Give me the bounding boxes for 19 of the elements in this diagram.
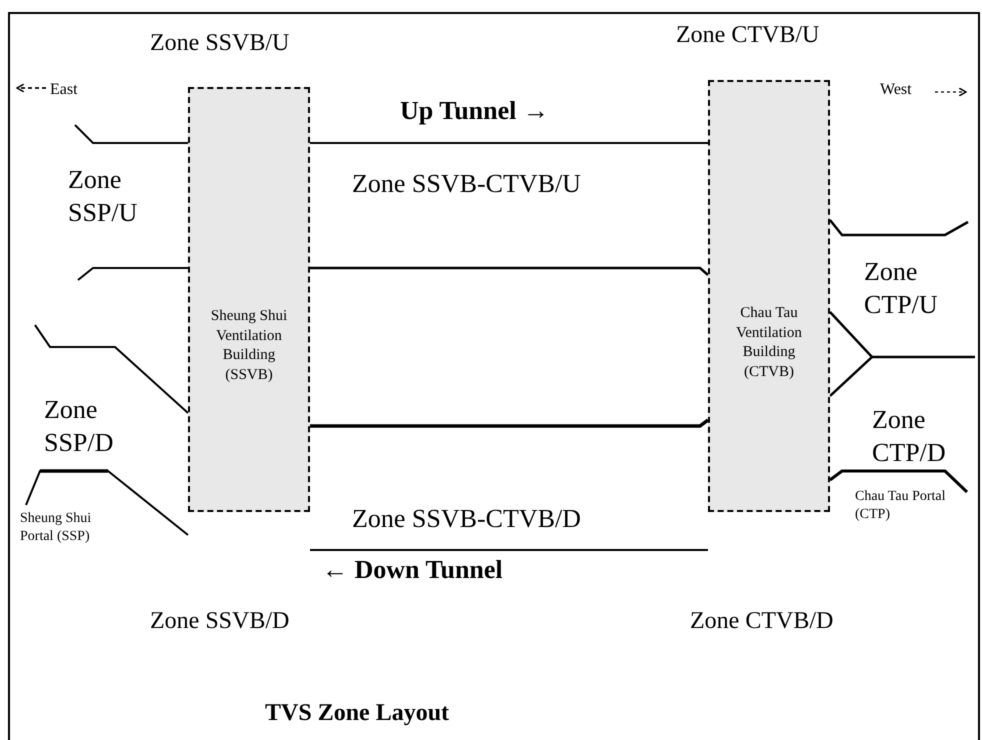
zone-label: Zone CTVB/U xyxy=(676,21,820,50)
portal-label: Chau Tau Portal (CTP) xyxy=(855,488,947,523)
direction-label: West xyxy=(880,80,912,100)
direction-label: East xyxy=(50,80,78,100)
tunnel-label: ← Down Tunnel xyxy=(322,554,503,586)
zone-label: Zone SSP/D xyxy=(44,394,114,458)
building-box: Chau Tau Ventilation Building (CTVB) xyxy=(708,80,830,512)
zone-label: Zone SSVB-CTVB/U xyxy=(352,168,581,200)
tunnel-label: Up Tunnel → xyxy=(400,95,549,127)
zone-label: Zone SSVB/D xyxy=(150,607,290,636)
zone-label: Zone SSVB/U xyxy=(150,29,290,58)
zone-label: Zone SSP/U xyxy=(68,164,138,228)
diagram-caption: TVS Zone Layout xyxy=(265,699,450,728)
zone-label: Zone CTVB/D xyxy=(690,607,834,636)
building-box: Sheung Shui Ventilation Building (SSVB) xyxy=(188,87,310,512)
zone-label: Zone CTP/U xyxy=(864,256,939,320)
zone-label: Zone CTP/D xyxy=(872,404,947,468)
portal-label: Sheung Shui Portal (SSP) xyxy=(20,510,92,545)
zone-label: Zone SSVB-CTVB/D xyxy=(352,503,581,535)
